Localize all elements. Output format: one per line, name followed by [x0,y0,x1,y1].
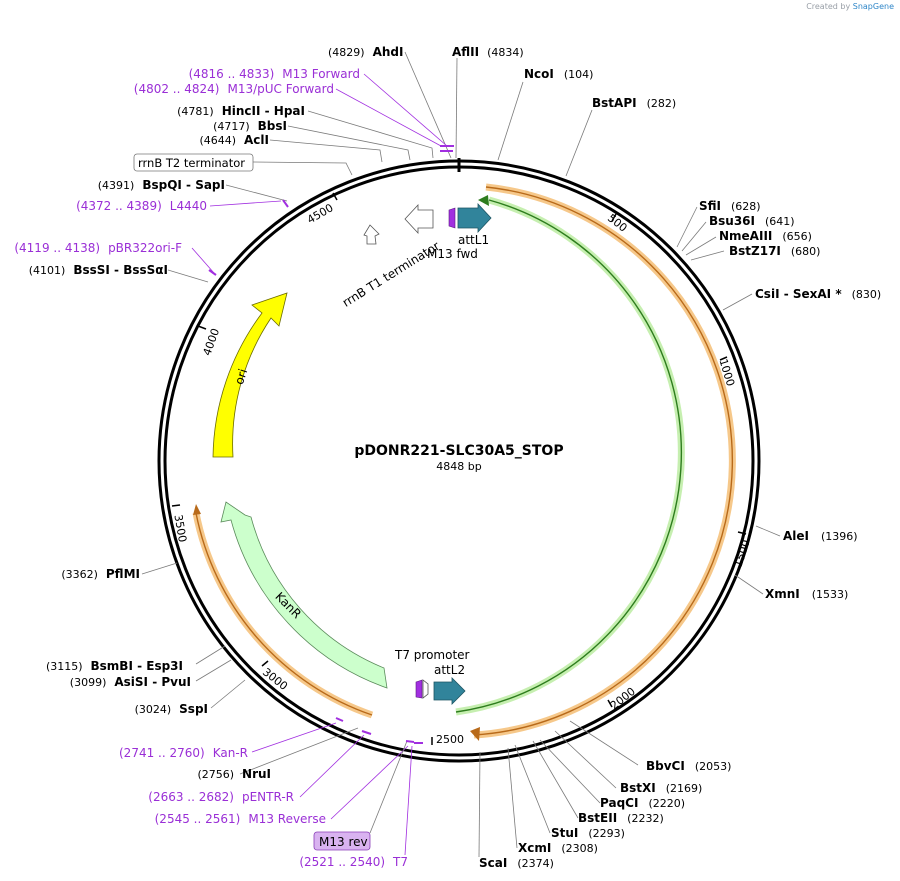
primer-l4440: (4372 .. 4389)L4440 [76,199,207,213]
enzyme-leaders [141,51,781,858]
primer-leaders [191,73,448,856]
m13-fwd-feature: M13 fwd [427,207,478,261]
enzyme-csii: CsiI - SexAI *(830) [755,287,881,301]
enzyme-scai: ScaI(2374) [479,856,554,870]
attl2-label: attL2 [434,663,465,677]
m13-rev-label: M13 rev [319,835,368,849]
plasmid-length: 4848 bp [436,460,481,473]
tick-label-3500: 3500 [171,513,189,543]
primer-t7: (2521 .. 2540)T7 [299,855,408,869]
primer-pbr322ori-f: (4119 .. 4138)pBR322ori-F [14,241,182,255]
rrnb-t2-box: rrnB T2 terminator [133,153,254,172]
primer-pentr-r: (2663 .. 2682)pENTR-R [148,790,294,804]
enzyme-bsteii: BstEII(2232) [578,811,664,825]
enzyme-sfii: SfiI(628) [699,199,761,213]
kanr-feature: KanR [220,501,388,689]
credit-prefix: Created by [806,2,851,11]
enzyme-acli: (4644)AclI [199,133,269,147]
enzyme-bsssi: (4101)BssSI - BssSαI [29,263,168,277]
primer-m13-puc-forward: (4802 .. 4824)M13/pUC Forward [134,82,334,96]
attl2-feature: attL2 [433,663,466,705]
rrnb-t1-feature: rrnB T1 terminator [340,203,442,310]
t7-promoter-feature: T7 promoter [394,648,470,699]
attl1-label: attL1 [458,233,489,247]
tick-label-1500: 1500 [732,538,753,569]
enzyme-alei: AleI(1396) [783,529,858,543]
tick-label-2500: 2500 [436,733,464,746]
m13-rev-box: M13 rev [313,831,371,851]
enzyme-asisi: (3099)AsiSI - PvuI [70,675,191,689]
enzyme-bstz17i: BstZ17I(680) [729,244,820,258]
m13-fwd-label: M13 fwd [427,247,478,261]
primer-kan-r: (2741 .. 2760)Kan-R [119,746,248,760]
t7-promoter-label: T7 promoter [394,648,470,662]
m13-rev-feature [415,679,423,699]
enzyme-hincii: (4781)HincII - HpaI [177,104,305,118]
orf-arcs [192,183,736,741]
enzyme-nrui: (2756)NruI [197,767,271,781]
enzyme-bsu36i: Bsu36I(641) [709,214,795,228]
enzyme-bstapi: BstAPI(282) [592,96,676,110]
ori-feature: ori [212,292,288,458]
enzyme-xcmi: XcmI(2308) [518,841,598,855]
primer-marks [208,145,454,744]
rrnb-t2-feature [363,224,380,245]
backbone [157,158,761,763]
rrnb-t2-label: rrnB T2 terminator [138,156,245,170]
enzyme-sspi: (3024)SspI [135,702,208,716]
plasmid-name: pDONR221-SLC30A5_STOP [354,443,563,459]
enzyme-bsmbi: (3115)BsmBI - Esp3I [46,659,183,673]
ori-label: ori [232,367,250,386]
enzyme-bspqi: (4391)BspQI - SapI [98,178,225,192]
primer-m13-forward: (4816 .. 4833)M13 Forward [189,67,360,81]
enzyme-paqci: PaqCI(2220) [600,796,685,810]
enzyme-stui: StuI(2293) [551,826,625,840]
snapgene-logo: SnapGene [852,2,894,11]
tick-label-4000: 4000 [200,327,222,358]
enzyme-ncoi: NcoI(104) [524,67,593,81]
attl1-feature: attL1 [457,202,492,247]
enzyme-pflmi: (3362)PflMI [61,567,140,581]
enzyme-ahdi: (4829)AhdI [328,45,403,59]
snapgene-credit: Created by SnapGene [806,2,894,11]
enzyme-bbsi: (4717)BbsI [213,119,287,133]
rrnb-t1-label: rrnB T1 terminator [340,239,442,310]
enzyme-bbvci: BbvCI(2053) [646,759,731,773]
primer-m13-reverse: (2545 .. 2561)M13 Reverse [155,812,326,826]
enzyme-bstxi: BstXI(2169) [620,781,702,795]
enzyme-xmni: XmnI(1533) [765,587,848,601]
enzyme-nmeaiii: NmeAIII(656) [719,229,812,243]
tick-label-4500: 4500 [305,201,336,226]
enzyme-aflii: AflII(4834) [452,45,524,59]
